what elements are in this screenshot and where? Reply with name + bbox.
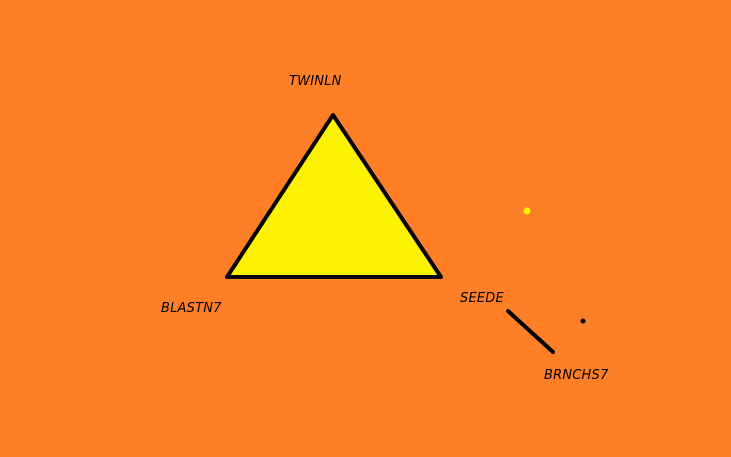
label-blastn7: BLASTN7 (161, 301, 222, 316)
yellow-dot (523, 207, 531, 215)
label-twinln: TWINLN (289, 74, 342, 89)
triangle-shape (225, 113, 443, 279)
label-brnchs7: BRNCHS7 (544, 368, 609, 383)
connector-line (506, 309, 555, 354)
black-dot (580, 318, 586, 324)
label-seede: SEEDE (460, 291, 504, 306)
